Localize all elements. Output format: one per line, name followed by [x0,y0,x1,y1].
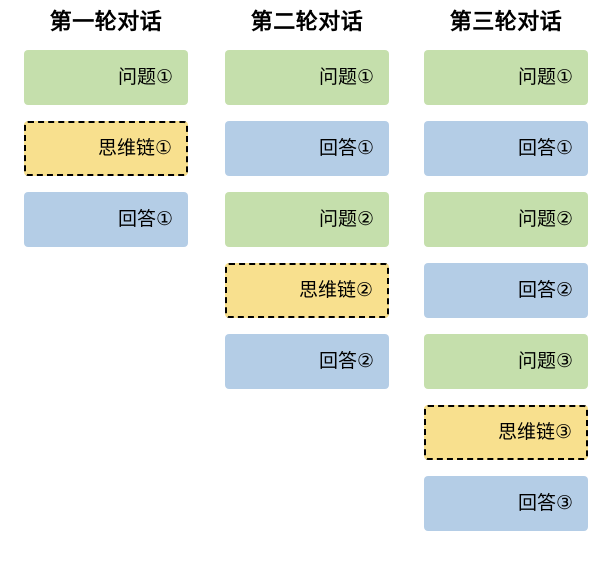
message-box-chain-of-thought: 思维链③ [424,405,588,460]
column-title-round-3: 第三轮对话 [449,9,563,34]
message-box-answer: 回答② [424,263,588,318]
message-box-answer: 回答① [24,192,188,247]
message-box-label: 思维链① [97,138,172,159]
message-box-question: 问题③ [424,334,588,389]
message-box-question: 问题① [24,50,188,105]
message-box-answer: 回答① [225,121,389,176]
message-box-label: 思维链③ [497,422,572,443]
message-box-label: 回答① [318,138,374,159]
box-stack-round-2: 问题① 回答① 问题② 思维链② 回答② [225,50,389,389]
message-box-answer: 回答① [424,121,588,176]
box-stack-round-1: 问题① 思维链① 回答① [24,50,188,247]
message-box-label: 问题① [517,67,573,88]
message-box-answer: 回答③ [424,476,588,531]
message-box-question: 问题① [424,50,588,105]
message-box-label: 回答② [318,351,374,372]
message-box-label: 问题② [318,209,374,230]
message-box-label: 回答① [117,209,173,230]
message-box-question: 问题① [225,50,389,105]
dialogue-column-round-1: 第一轮对话 问题① 思维链① 回答① [24,0,188,263]
column-title-round-1: 第一轮对话 [49,9,163,34]
dialogue-column-round-2: 第二轮对话 问题① 回答① 问题② 思维链② 回答② [225,0,389,405]
message-box-answer: 回答② [225,334,389,389]
message-box-question: 问题② [225,192,389,247]
message-box-label: 问题② [517,209,573,230]
message-box-chain-of-thought: 思维链② [225,263,389,318]
message-box-label: 思维链② [298,280,373,301]
message-box-label: 问题① [318,67,374,88]
dialogue-column-round-3: 第三轮对话 问题① 回答① 问题② 回答② 问题③ 思维链③ 回答③ [424,0,588,547]
message-box-label: 问题① [117,67,173,88]
message-box-label: 回答③ [517,493,573,514]
message-box-label: 回答① [517,138,573,159]
message-box-chain-of-thought: 思维链① [24,121,188,176]
message-box-question: 问题② [424,192,588,247]
message-box-label: 回答② [517,280,573,301]
box-stack-round-3: 问题① 回答① 问题② 回答② 问题③ 思维链③ 回答③ [424,50,588,531]
message-box-label: 问题③ [517,351,573,372]
column-title-round-2: 第二轮对话 [250,9,364,34]
